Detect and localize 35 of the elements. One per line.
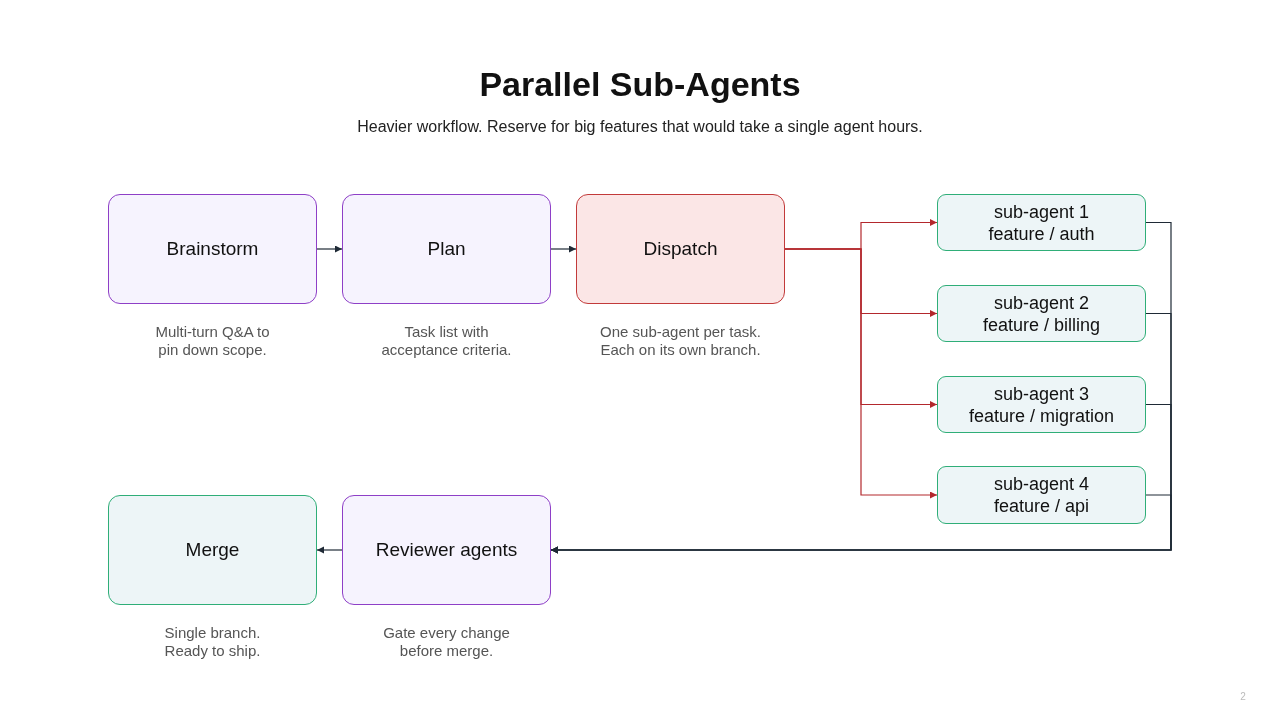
node-label: feature / migration bbox=[968, 404, 1115, 427]
node-label: feature / billing bbox=[982, 313, 1101, 336]
title: Parallel Sub-Agents bbox=[478, 64, 802, 105]
node-caption: One sub-agent per task. Each on its own branch. bbox=[599, 323, 762, 359]
node-label: sub-agent 4 bbox=[993, 473, 1090, 495]
process-box bbox=[108, 495, 317, 605]
node-caption: Single branch. Ready to ship. bbox=[163, 624, 262, 660]
node-label: feature / api bbox=[993, 495, 1090, 517]
node-caption: Multi-turn Q&A to pin down scope. bbox=[154, 323, 271, 359]
subtitle: Heavier workflow. Reserve for big features that would take a single agent hours. bbox=[356, 117, 924, 137]
sub-agent-box bbox=[937, 194, 1146, 251]
node-label: Brainstorm bbox=[166, 238, 259, 260]
node-label: sub-agent 1 bbox=[993, 200, 1090, 223]
process-box bbox=[576, 194, 785, 304]
process-box bbox=[342, 194, 551, 304]
node-label: Dispatch bbox=[643, 238, 718, 260]
node-label: feature / auth bbox=[988, 222, 1095, 245]
node-label: Plan bbox=[427, 238, 466, 260]
arrow bbox=[316, 546, 343, 554]
node-caption: Gate every change before merge. bbox=[382, 624, 511, 660]
node-label: Reviewer agents bbox=[375, 539, 518, 561]
arrow bbox=[550, 494, 1172, 554]
page-number: 2 bbox=[1239, 690, 1247, 704]
node-caption: Task list with acceptance criteria. bbox=[380, 323, 513, 359]
sub-agent-box bbox=[937, 285, 1146, 342]
arrow bbox=[784, 248, 938, 499]
arrow bbox=[316, 245, 343, 253]
process-box bbox=[342, 495, 551, 605]
arrow bbox=[550, 245, 577, 253]
node-label: sub-agent 3 bbox=[993, 382, 1090, 405]
sub-agent-box bbox=[937, 466, 1146, 524]
process-box bbox=[108, 194, 317, 304]
node-label: sub-agent 2 bbox=[993, 291, 1090, 314]
node-label: Merge bbox=[185, 539, 240, 561]
sub-agent-box bbox=[937, 376, 1146, 433]
